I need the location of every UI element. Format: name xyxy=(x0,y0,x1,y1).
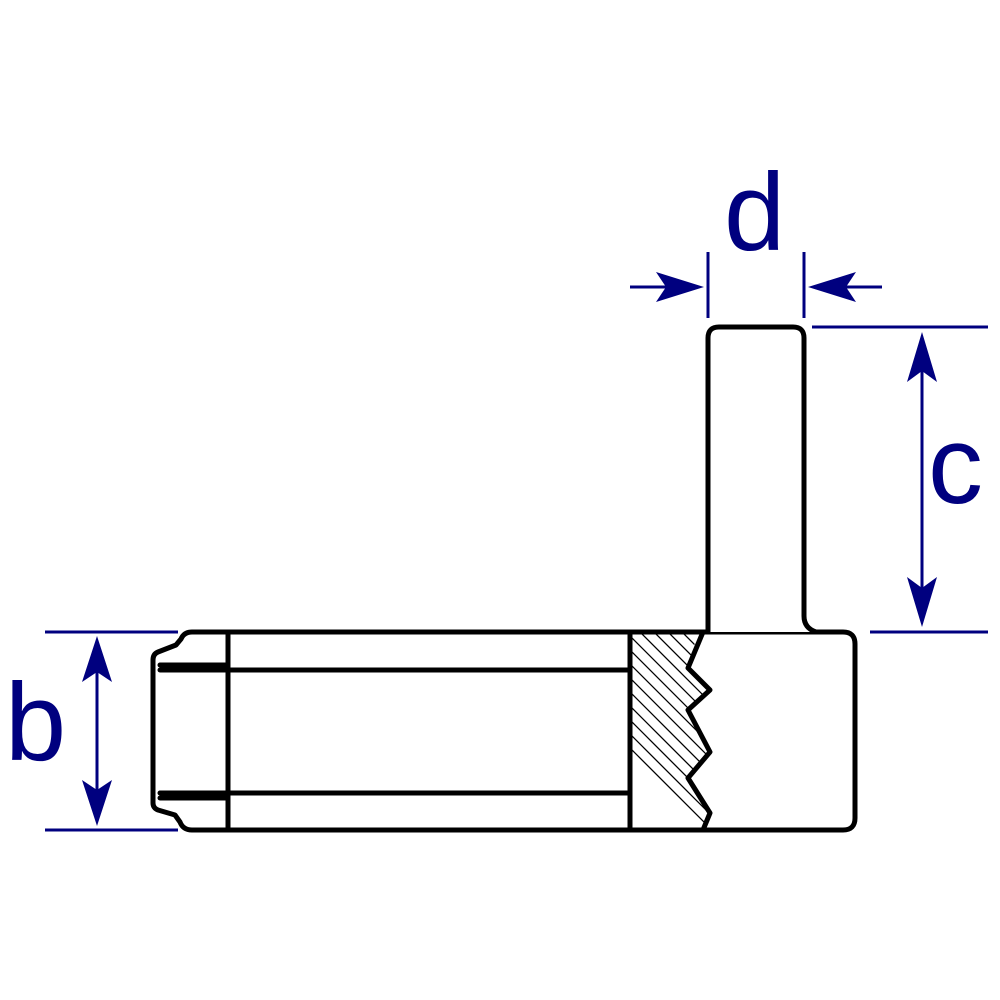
dim-d-label: d xyxy=(724,151,785,274)
section-hatch xyxy=(630,632,710,828)
dim-c-arrow-down xyxy=(907,577,937,627)
hatch-line xyxy=(630,691,710,828)
hatch-line xyxy=(630,705,710,828)
pin xyxy=(705,324,819,635)
hatch-line xyxy=(630,733,710,828)
dimension-d: d xyxy=(630,151,882,318)
dim-d-arrow-left xyxy=(656,272,704,302)
hatch-line xyxy=(630,632,710,823)
hatch-line xyxy=(630,677,710,828)
hatch-line xyxy=(630,747,710,828)
hatch-line xyxy=(630,663,710,828)
thread-profile xyxy=(685,629,713,833)
dim-d-arrow-right xyxy=(808,272,856,302)
dim-c-label: c xyxy=(928,404,983,527)
dim-b-label: b xyxy=(5,661,66,784)
dim-b-arrow-down xyxy=(82,780,112,826)
hatch-line xyxy=(630,635,710,828)
dimension-b: b xyxy=(5,630,178,832)
hatch-line xyxy=(630,719,710,828)
body-outline xyxy=(150,629,858,833)
dim-b-arrow-up xyxy=(82,636,112,682)
dimension-c: c xyxy=(812,325,988,634)
dim-c-arrow-up xyxy=(907,332,937,382)
fitting-body xyxy=(150,629,858,833)
hatch-line xyxy=(630,649,710,828)
hatch-line xyxy=(630,632,710,809)
